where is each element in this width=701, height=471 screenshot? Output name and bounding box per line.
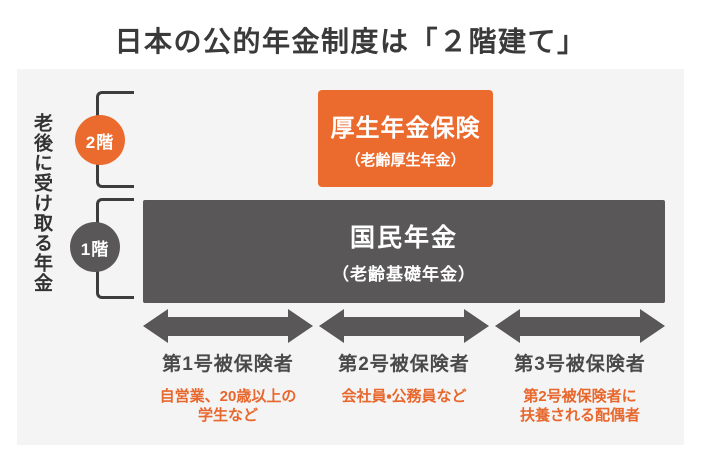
insured-category-description: 第2号被保険者に 扶養される配偶者: [495, 388, 665, 426]
arrow-right-head-icon: [640, 309, 665, 343]
floor2-badge: 2階: [75, 115, 125, 165]
description-line: 会社員・公務員など: [341, 388, 467, 405]
arrow-right-head-icon: [464, 309, 489, 343]
kokumin-nenkin-box: 国民年金 （老齢基礎年金）: [143, 200, 665, 303]
description-line: 学生など: [197, 406, 258, 424]
insured-category-1: 第1号被保険者 自営業、20歳以上の 学生など: [143, 349, 313, 426]
page-title: 日本の公的年金制度は「２階建て」: [114, 26, 587, 57]
insured-category-3: 第3号被保険者 第2号被保険者に 扶養される配偶者: [495, 349, 665, 426]
kokumin-nenkin-subtitle: （老齢基礎年金）: [332, 265, 476, 284]
kosei-nenkin-subtitle: （老齢厚生年金）: [345, 151, 466, 169]
insured-category-label: 第2号被保険者: [338, 354, 470, 375]
insured-category-description: 自営業、20歳以上の 学生など: [143, 388, 313, 426]
description-line: 自営業、20歳以上の: [159, 388, 297, 405]
arrow-shaft: [520, 316, 640, 336]
arrow-left-head-icon: [495, 309, 520, 343]
kosei-nenkin-title: 厚生年金保険: [330, 114, 481, 142]
arrow-right-head-icon: [288, 309, 313, 343]
insured-categories-row: 第1号被保険者 自営業、20歳以上の 学生など 第2号被保険者 会社員・公務員な…: [143, 349, 665, 426]
floor1-badge: 1階: [70, 222, 120, 272]
insured-category-label: 第3号被保険者: [514, 354, 646, 375]
side-axis-label: 老後に受け取る年金: [31, 113, 52, 293]
arrow-left-head-icon: [319, 309, 344, 343]
description-line: 第2号被保険者に: [523, 388, 637, 405]
double-arrow-icon: [143, 309, 313, 343]
double-arrow-icon: [319, 309, 489, 343]
kosei-nenkin-box: 厚生年金保険 （老齢厚生年金）: [318, 90, 493, 187]
kokumin-nenkin-title: 国民年金: [349, 224, 458, 252]
insured-category-label: 第1号被保険者: [162, 354, 294, 375]
arrow-shaft: [168, 316, 288, 336]
insured-category-description: 会社員・公務員など: [319, 388, 489, 407]
diagram-card: 老後に受け取る年金 2階 1階 厚生年金保険 （老齢厚生年金） 国民年金 （老齢…: [17, 69, 684, 445]
description-line: 扶養される配偶者: [519, 406, 640, 424]
arrows-row: [143, 309, 665, 343]
arrow-left-head-icon: [143, 309, 168, 343]
insured-category-2: 第2号被保険者 会社員・公務員など: [319, 349, 489, 426]
arrow-shaft: [344, 316, 464, 336]
double-arrow-icon: [495, 309, 665, 343]
